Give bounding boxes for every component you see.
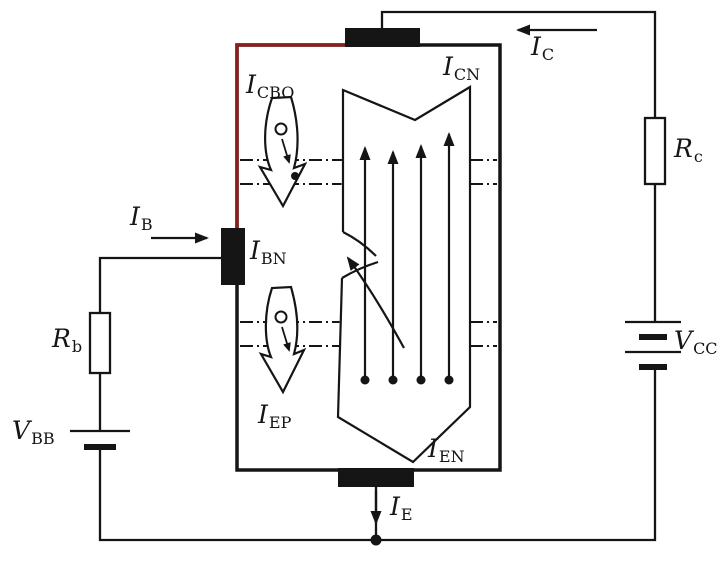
base-contact (221, 228, 245, 285)
label-vcc: VCC (674, 328, 718, 357)
ibn-recombination-arrow (346, 256, 405, 349)
electron-dot (388, 375, 398, 385)
label-ibn-sub: BN (260, 249, 287, 269)
band-fill (338, 87, 470, 462)
label-ic-sub: C (541, 45, 555, 65)
electron-dot (360, 375, 370, 385)
label-ien-base: I (428, 434, 438, 463)
band-outline (336, 85, 472, 464)
contacts (221, 28, 420, 487)
label-ibn-base: I (250, 236, 260, 265)
label-vbb-sub: BB (31, 429, 55, 449)
label-rb-sub: b (71, 337, 83, 357)
label-ibn: IBN (250, 238, 287, 267)
collector-contact (345, 28, 420, 47)
battery-vbb (70, 429, 130, 450)
label-ie-sub: E (400, 505, 413, 525)
electron-arrows (359, 132, 455, 385)
label-vcc-sub: CC (693, 339, 718, 359)
label-iep: IEP (258, 402, 291, 431)
label-rb: Rb (52, 326, 82, 355)
battery-vcc (625, 320, 681, 370)
label-icn-sub: CN (453, 65, 481, 85)
label-ie: IE (390, 494, 413, 523)
electron-dot (291, 172, 299, 180)
electron-dot (416, 375, 426, 385)
iep-ribbon (258, 285, 307, 395)
label-icbo-base: I (246, 70, 256, 99)
collector-wire (380, 10, 657, 118)
label-vcc-base: V (674, 326, 693, 355)
label-icbo: ICBO (246, 72, 294, 101)
label-ic-base: I (531, 32, 541, 61)
label-iep-base: I (258, 400, 268, 429)
label-rc: Rc (674, 136, 703, 165)
resistor-rb (88, 311, 112, 375)
terminal-current-arrows (151, 24, 597, 525)
hole-drift-arrow (281, 326, 291, 352)
label-ib: IB (130, 204, 153, 233)
label-rb-base: R (52, 324, 71, 353)
label-ib-base: I (130, 202, 140, 231)
transistor-outline-red-edge (235, 43, 346, 228)
label-rc-base: R (674, 134, 693, 163)
hole-drift-arrow (281, 138, 291, 164)
label-ic: IC (531, 34, 554, 63)
electron-flow-band (336, 85, 472, 464)
iep-flow-ribbon (258, 285, 307, 395)
label-vbb-base: V (12, 416, 31, 445)
icbo-flow-ribbon (257, 95, 308, 209)
label-icn: ICN (443, 54, 480, 83)
label-ie-base: I (390, 492, 400, 521)
resistor-rc (643, 116, 667, 186)
hole-circle (274, 310, 288, 324)
bn-channel-wall-top (342, 231, 377, 257)
hole-circle (274, 122, 288, 136)
label-iep-sub: EP (268, 413, 292, 433)
label-ien-sub: EN (438, 447, 465, 467)
junction-dot (370, 534, 382, 546)
label-icbo-sub: CBO (256, 83, 295, 103)
label-ib-sub: B (140, 215, 153, 235)
label-icn-base: I (443, 52, 453, 81)
base-wire (98, 256, 222, 313)
emitter-contact (338, 468, 414, 487)
electron-dot (444, 375, 454, 385)
label-rc-sub: c (693, 147, 703, 167)
label-ien: IEN (428, 436, 465, 465)
label-vbb: VBB (12, 418, 55, 447)
